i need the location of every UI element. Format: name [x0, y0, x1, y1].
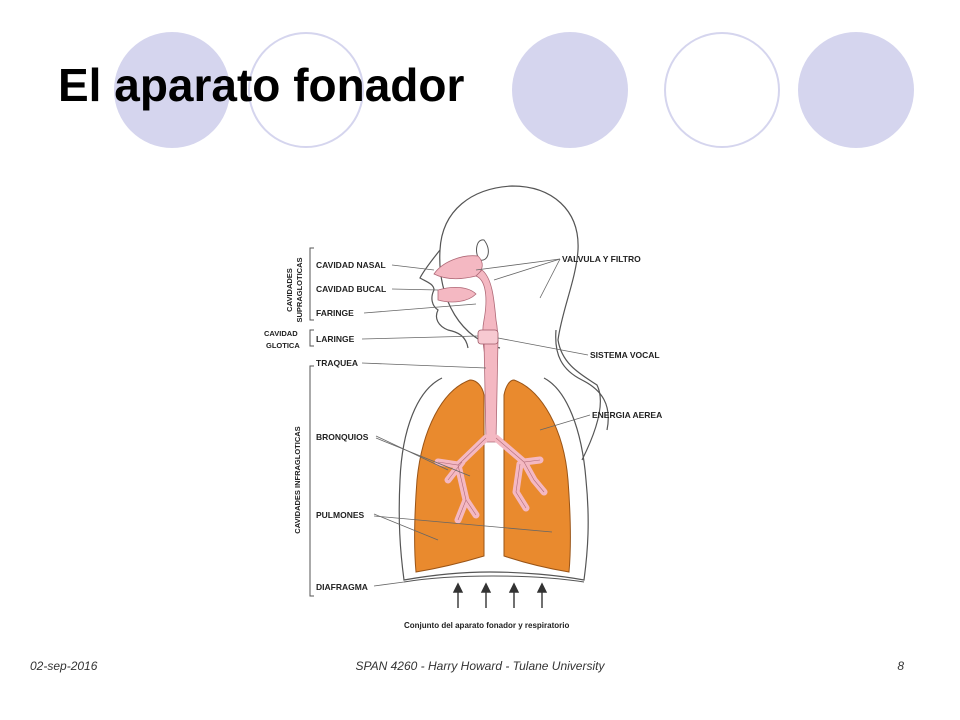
label-cavidad-nasal: CAVIDAD NASAL [316, 260, 386, 270]
label-diafragma: DIAFRAGMA [316, 582, 368, 592]
chest-outline [398, 377, 589, 581]
bracket-supraglotica [309, 247, 314, 321]
label-cavidad-bucal: CAVIDAD BUCAL [316, 284, 386, 294]
back-neck-outline [555, 329, 609, 431]
phonation-diagram: CAVIDADES SUPRAGLOTICAS CAVIDAD GLOTICA … [264, 185, 662, 630]
body-outline [439, 185, 601, 461]
slide-title: El aparato fonador [58, 59, 465, 111]
larynx [477, 329, 499, 345]
footer-page-number: 8 [897, 659, 904, 673]
bracket-glotica [309, 329, 314, 347]
bronchi-outline [437, 437, 545, 521]
bracket-infraglotica [309, 365, 314, 597]
group-label-supraglotica-1: CAVIDADES [285, 268, 294, 312]
label-bronquios: BRONQUIOS [316, 432, 369, 442]
nasal-cavity [433, 255, 483, 280]
right-lung [503, 379, 571, 573]
label-energia-aerea: ENERGIA AEREA [592, 410, 662, 420]
airflow-arrows [452, 582, 548, 608]
label-pulmones: PULMONES [316, 510, 365, 520]
group-label-glotica-1: CAVIDAD [264, 329, 298, 338]
oral-cavity [437, 286, 477, 303]
label-valvula-filtro: VALVULA Y FILTRO [562, 254, 641, 264]
label-sistema-vocal: SISTEMA VOCAL [590, 350, 660, 360]
decor-circle-3 [512, 32, 628, 148]
group-label-infraglotica: CAVIDADES INFRAGLOTICAS [293, 426, 302, 533]
decor-circle-2 [248, 32, 364, 148]
footer-date: 02-sep-2016 [30, 659, 98, 673]
face-outline [419, 249, 469, 349]
group-label-supraglotica-2: SUPRAGLOTICAS [295, 257, 304, 322]
decor-circle-5 [798, 32, 914, 148]
trachea [483, 339, 499, 443]
leader-lines [361, 258, 591, 587]
diaphragm-line [403, 575, 585, 583]
label-laringe: LARINGE [316, 334, 355, 344]
label-traquea: TRAQUEA [316, 358, 358, 368]
group-label-glotica-2: GLOTICA [266, 341, 300, 350]
label-faringe: FARINGE [316, 308, 354, 318]
decor-circle-1 [114, 32, 230, 148]
diagram-caption: Conjunto del aparato fonador y respirato… [404, 621, 569, 630]
decor-circle-4 [664, 32, 780, 148]
footer-course: SPAN 4260 - Harry Howard - Tulane Univer… [355, 659, 605, 673]
